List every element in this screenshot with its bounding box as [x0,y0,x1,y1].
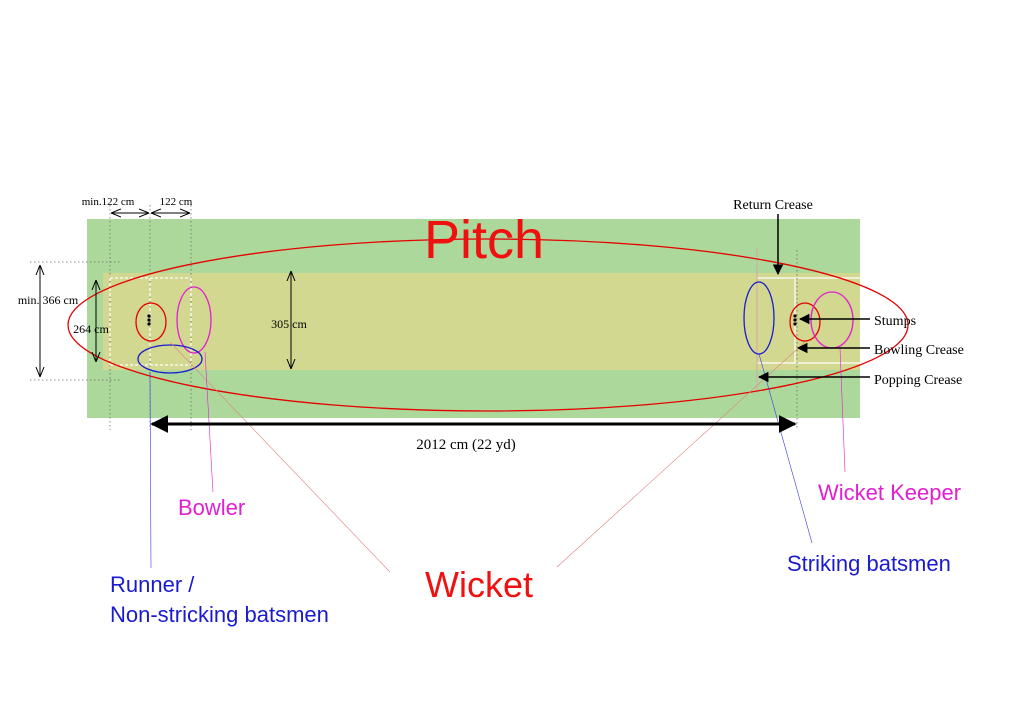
wicket-keeper-label: Wicket Keeper [818,480,961,505]
leader-lines [149,341,846,573]
guide-lines [30,205,192,430]
pitch-strip [103,273,860,370]
d-264-label: 264 cm [73,322,109,336]
pitch-title: Pitch [424,210,544,270]
pitch-ellipse [67,238,909,412]
left-crease-markings [109,277,192,366]
left-stumps [147,314,151,326]
runner-label-line2: Non-stricking batsmen [110,602,329,627]
left-wicket-circle [135,302,167,342]
bowling-crease-label: Bowling Crease [874,343,964,358]
length-label: 2012 cm (22 yd) [416,437,516,453]
striking-batsmen-label: Striking batsmen [787,551,951,576]
return-crease-label: Return Crease [733,198,813,213]
min-366-label: min. 366 cm [18,293,79,307]
d-305-label: 305 cm [271,317,307,331]
stumps-label: Stumps [874,314,916,329]
d-122-label: 122 cm [160,196,193,208]
right-wicket-circle [789,302,821,342]
min-122-label: min.122 cm [82,196,135,208]
bowler-label: Bowler [178,495,245,520]
runner-ellipse [137,344,203,374]
right-stumps [793,314,797,326]
dimension-arrows [40,213,870,433]
popping-crease-label: Popping Crease [874,373,962,388]
wicket-label: Wicket [425,564,533,605]
runner-label-line1: Runner / [110,572,195,597]
bowler-ellipse [176,286,212,354]
